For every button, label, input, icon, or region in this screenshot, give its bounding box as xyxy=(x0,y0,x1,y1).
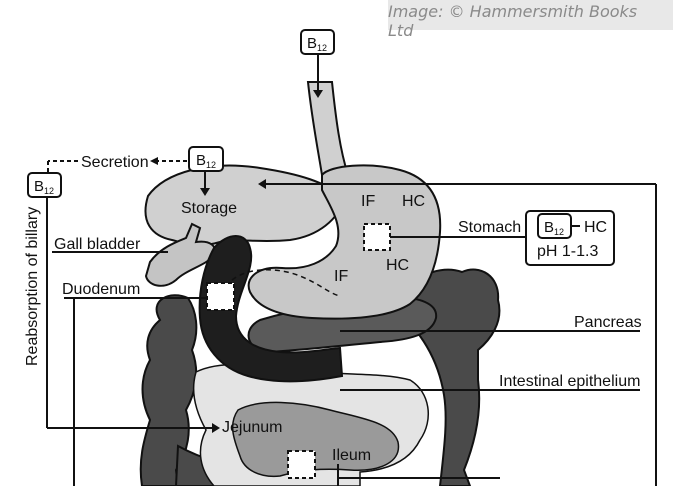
b12-box-top: B 12 xyxy=(300,29,335,55)
stomach-if-label: IF xyxy=(361,193,375,210)
stomach-if-lower-label: IF xyxy=(334,268,348,285)
b12-box-liver: B 12 xyxy=(188,146,224,172)
credit-bar: Image: © Hammersmith Books Ltd xyxy=(388,0,673,40)
colon-left-loops xyxy=(139,294,198,486)
liver xyxy=(144,164,347,247)
stomach-hc-lower-label: HC xyxy=(386,257,409,274)
gall-bladder-label: Gall bladder xyxy=(54,236,141,253)
stomach xyxy=(247,164,442,320)
esophagus xyxy=(306,81,350,176)
stomach-box-hc: HC xyxy=(584,219,607,236)
stomach-label: Stomach xyxy=(458,219,521,236)
jejunum-label: Jejunum xyxy=(222,419,282,436)
storage-label: Storage xyxy=(181,200,237,217)
stomach-hc-label: HC xyxy=(402,193,425,210)
secretion-label: Secretion xyxy=(81,154,149,171)
b12-box-reabsorption: B 12 xyxy=(27,172,62,198)
svg-text:12: 12 xyxy=(44,186,54,196)
ileum-loop xyxy=(231,401,400,478)
stomach-dashed-box xyxy=(363,223,391,251)
pancreas-label: Pancreas xyxy=(574,314,642,331)
svg-text:B: B xyxy=(196,152,206,169)
b12-intake-arrowhead xyxy=(313,90,323,98)
svg-text:B: B xyxy=(307,35,317,52)
stomach-ph: pH 1-1.3 xyxy=(537,243,598,260)
svg-text:12: 12 xyxy=(317,43,327,53)
jejunum-arrowhead xyxy=(212,423,220,433)
intestinal-epithelium-label: Intestinal epithelium xyxy=(499,373,640,390)
svg-text:12: 12 xyxy=(206,160,216,170)
svg-text:12: 12 xyxy=(554,227,564,237)
ileum-dashed-box xyxy=(287,450,316,479)
duodenum xyxy=(198,235,344,383)
ileum-label: Ileum xyxy=(332,447,371,464)
stomach-info-box: B 12 HC pH 1-1.3 xyxy=(525,210,615,266)
image-credit: Image: © Hammersmith Books Ltd xyxy=(388,2,638,40)
secretion-arrowhead xyxy=(150,157,158,165)
reabsorption-label: Reabsorption of billary xyxy=(24,207,41,366)
duodenum-label: Duodenum xyxy=(62,281,140,298)
duodenum-dashed-box xyxy=(206,282,235,311)
svg-text:B: B xyxy=(34,178,44,195)
storage-arrowhead xyxy=(200,188,210,196)
svg-text:B: B xyxy=(544,219,554,236)
stomach-pylorus-dashed xyxy=(231,269,341,297)
return-loop-arrowhead xyxy=(258,179,266,189)
